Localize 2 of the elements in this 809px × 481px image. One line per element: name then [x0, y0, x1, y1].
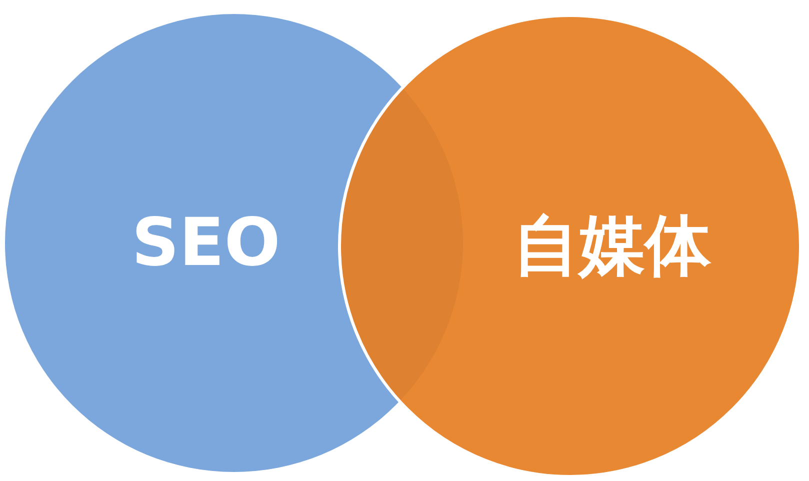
circle-label: 自媒体 — [513, 213, 711, 279]
circle-label: SEO — [132, 210, 280, 276]
